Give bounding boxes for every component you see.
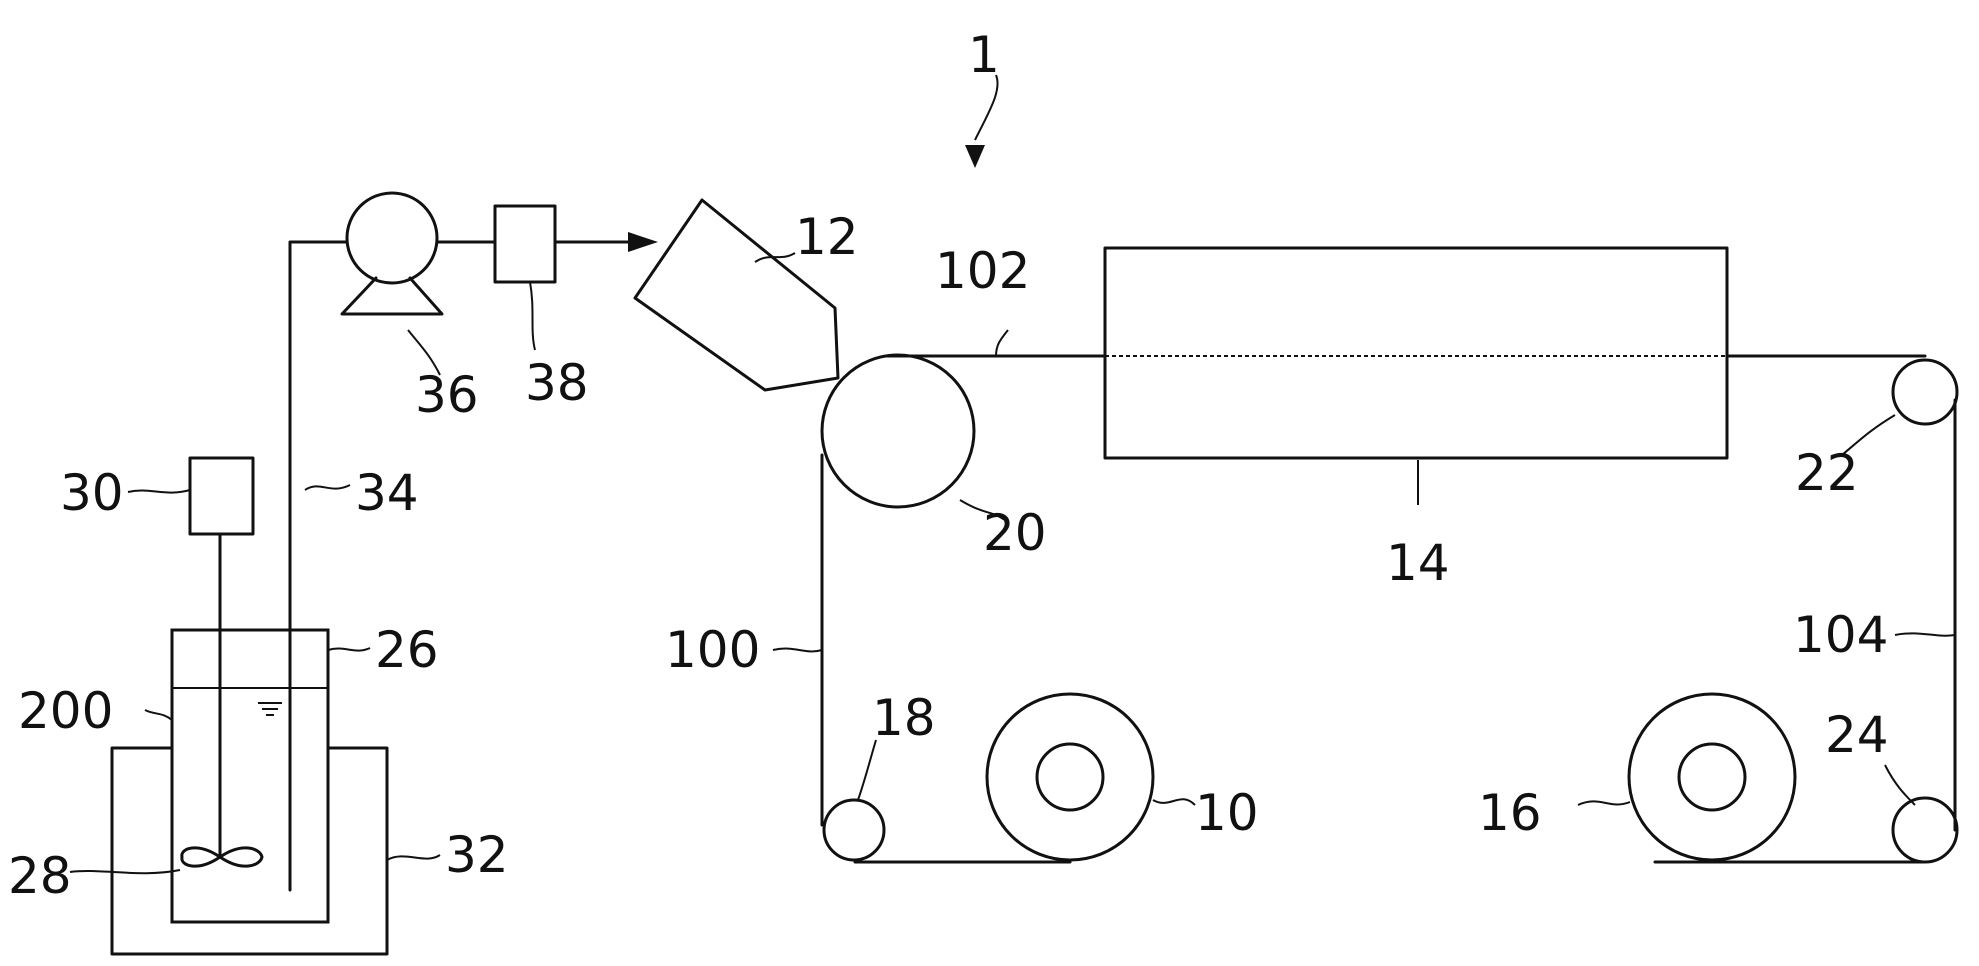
label-roller-24: 24 (1825, 706, 1889, 764)
apparatus-pointer (965, 74, 999, 168)
motor-box (188, 456, 255, 536)
pump-icon (340, 191, 444, 316)
liquid-surface-icon (258, 702, 282, 716)
label-film-102: 102 (935, 242, 1030, 300)
label-motor: 30 (60, 464, 124, 522)
label-coating-head: 12 (795, 208, 859, 266)
label-film-roll-out: 10 (1195, 784, 1259, 842)
web-film-path (820, 354, 1957, 864)
leader-lines (69, 252, 1956, 875)
label-film-100: 100 (665, 621, 760, 679)
stirrer-blade-icon (180, 846, 264, 868)
label-stirrer-blade: 28 (8, 847, 72, 905)
roll-10 (985, 692, 1155, 862)
label-apparatus: 1 (968, 26, 1000, 84)
label-film-roll-in: 16 (1478, 784, 1542, 842)
tank-vessel (170, 628, 330, 924)
label-liquid: 200 (18, 682, 113, 740)
roller-22 (1891, 358, 1959, 426)
label-pump: 36 (415, 366, 479, 424)
filter-box (493, 204, 557, 284)
label-roller-22: 22 (1795, 444, 1859, 502)
pipe-line (288, 232, 658, 892)
roll-16 (1627, 692, 1797, 862)
roller-24 (1891, 796, 1959, 864)
roller-18 (822, 798, 886, 862)
label-dryer: 14 (1386, 534, 1450, 592)
label-filter: 38 (525, 354, 589, 412)
label-tank: 26 (375, 621, 439, 679)
coating-head (633, 198, 840, 392)
label-roller-20: 20 (983, 504, 1047, 562)
label-bath: 32 (445, 826, 509, 884)
backup-roller-20 (820, 353, 976, 509)
label-film-104: 104 (1793, 606, 1888, 664)
dryer-box (1103, 246, 1729, 460)
label-pipe: 34 (355, 464, 419, 522)
label-roller-18: 18 (872, 689, 936, 747)
